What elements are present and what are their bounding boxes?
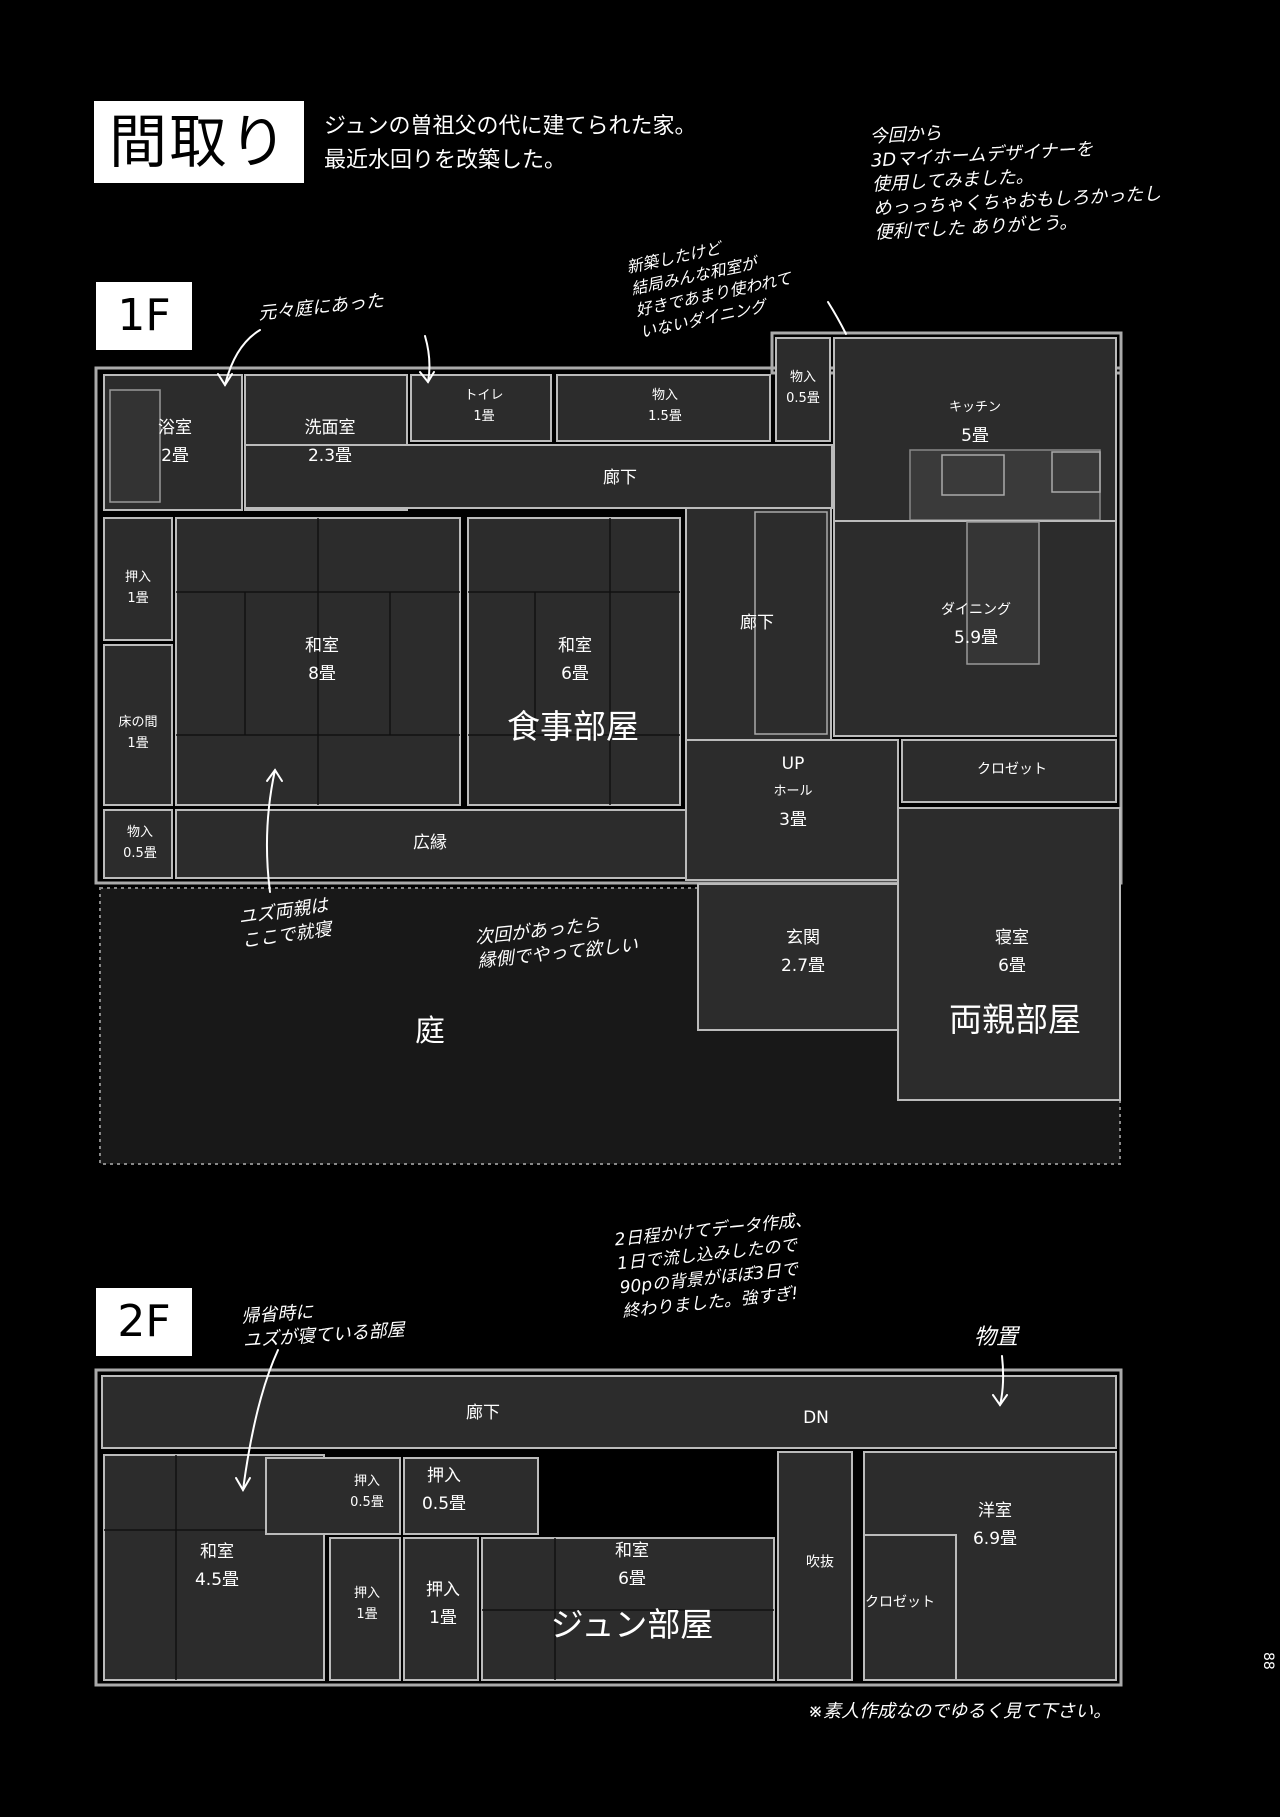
oshiire-1f xyxy=(103,517,173,641)
oshiire-2f-c xyxy=(329,1537,401,1681)
fukinuke-label: 吹抜 xyxy=(806,1554,834,1571)
bedroom-nickname: 両親部屋 xyxy=(949,1000,1081,1039)
floor2-plan xyxy=(94,1368,1123,1687)
floor1-plan xyxy=(94,331,1123,1165)
toilet xyxy=(410,374,552,442)
dn-label: DN xyxy=(803,1408,829,1428)
intro-line-2: 最近水回りを改築した。 xyxy=(324,148,567,173)
closet-1f-label: クロゼット xyxy=(977,761,1047,778)
corridor-top xyxy=(244,444,833,509)
corridor-2f xyxy=(101,1375,1117,1449)
closet-2f-label: クロゼット xyxy=(865,1594,935,1611)
note-storage-room: 物置 xyxy=(974,1325,1019,1350)
storage-small xyxy=(775,337,831,442)
page-title: 間取り xyxy=(94,101,304,183)
corridor-top-label: 廊下 xyxy=(603,468,637,488)
storage-top xyxy=(556,374,771,442)
oshiire-2f-a xyxy=(265,1457,401,1535)
washitsu-45 xyxy=(103,1454,325,1681)
corridor-2f-label: 廊下 xyxy=(466,1403,500,1423)
intro-text: ジュンの曽祖父の代に建てられた家。 最近水回りを改築した。 xyxy=(324,110,696,178)
fukinuke xyxy=(777,1451,853,1681)
floor1-label: 1F xyxy=(96,282,192,350)
engawa-label: 広縁 xyxy=(413,833,447,853)
corridor-mid-label: 廊下 xyxy=(740,613,774,633)
oshiire-2f-d xyxy=(403,1537,479,1681)
engawa xyxy=(175,809,687,879)
washitsu-6 xyxy=(467,517,681,806)
tokonoma xyxy=(103,644,173,806)
storage-left xyxy=(103,809,173,879)
floor2-label: 2F xyxy=(96,1288,192,1356)
page-number: 88 xyxy=(1260,1652,1276,1670)
closet-2f xyxy=(863,1534,957,1681)
oshiire-2f-b xyxy=(403,1457,539,1535)
note-disclaimer: ※素人作成なのでゆるく見て下さい。 xyxy=(808,1701,1112,1722)
washitsu6-nickname: 食事部屋 xyxy=(507,707,639,746)
hall xyxy=(685,739,899,881)
intro-line-1: ジュンの曽祖父の代に建てられた家。 xyxy=(324,114,697,139)
washitsu-6-2f xyxy=(481,1537,775,1681)
jun-room-nickname: ジュン部屋 xyxy=(550,1605,714,1644)
garden-label: 庭 xyxy=(415,1014,445,1049)
closet-1f xyxy=(901,739,1117,803)
